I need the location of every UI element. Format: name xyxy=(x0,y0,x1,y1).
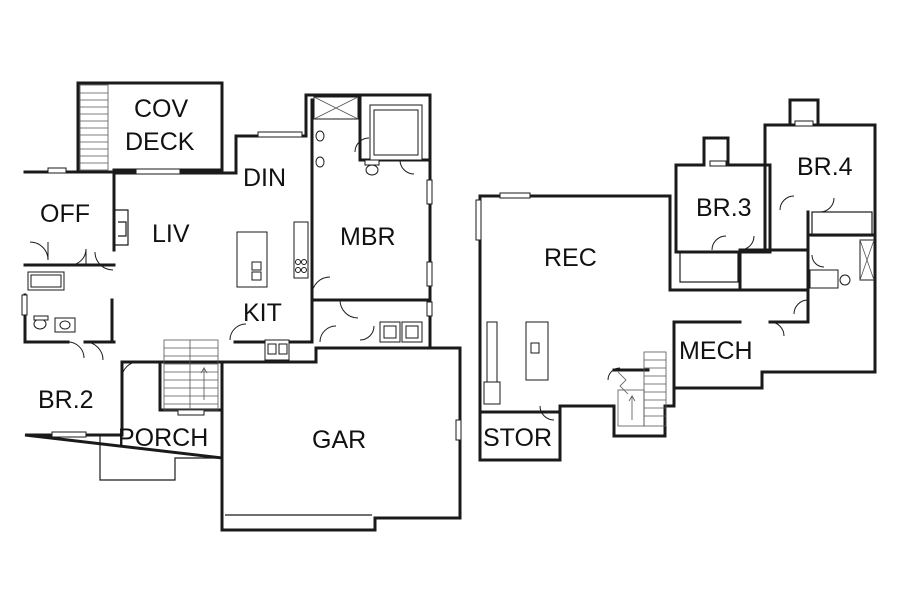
label-porch: PORCH xyxy=(118,424,208,452)
label-gar: GAR xyxy=(312,426,366,454)
lower-level-doors xyxy=(539,195,835,421)
label-rec: REC xyxy=(544,244,597,272)
main-stairs xyxy=(163,339,219,411)
br4-bump xyxy=(788,98,820,127)
room-labels: COV DECK DIN OFF LIV MBR KIT BR.2 PORCH … xyxy=(38,95,853,454)
label-br4: BR.4 xyxy=(797,153,853,181)
label-deck: DECK xyxy=(125,128,195,156)
deck-stairs xyxy=(79,84,109,171)
br3-wall xyxy=(674,136,772,254)
label-cov: COV xyxy=(134,95,189,123)
porch-outline xyxy=(99,435,222,481)
label-mech: MECH xyxy=(679,337,753,365)
br3-window xyxy=(709,160,727,167)
bedroom-closets xyxy=(679,211,873,283)
laundry-fixtures xyxy=(379,321,423,343)
lower-level-plan xyxy=(475,98,877,462)
main-level-doors xyxy=(29,137,415,379)
lower-bath-fixtures xyxy=(809,239,875,289)
label-kit: KIT xyxy=(243,299,282,327)
rec-fixtures xyxy=(483,321,549,405)
br4-window xyxy=(794,120,814,127)
main-interior-walls xyxy=(23,95,432,412)
hall-bath-fixtures xyxy=(27,271,76,333)
cov-deck-wall xyxy=(76,81,224,172)
master-bath-fixtures xyxy=(313,96,423,176)
lower-stairs xyxy=(617,351,667,427)
lower-level-exterior-wall xyxy=(478,123,877,462)
main-level-windows xyxy=(21,131,462,441)
garage-wall xyxy=(220,346,462,364)
label-br3: BR.3 xyxy=(696,194,752,222)
fireplace-icon xyxy=(114,209,129,246)
label-din: DIN xyxy=(243,164,286,192)
label-off: OFF xyxy=(40,200,90,228)
lower-interior-walls xyxy=(478,210,877,414)
main-level-plan xyxy=(21,81,462,532)
lower-level-windows xyxy=(475,192,531,241)
kitchen-fixtures xyxy=(236,221,309,361)
label-br2: BR.2 xyxy=(38,386,94,414)
label-liv: LIV xyxy=(152,220,190,248)
label-stor: STOR xyxy=(483,424,552,452)
label-mbr: MBR xyxy=(340,223,396,251)
